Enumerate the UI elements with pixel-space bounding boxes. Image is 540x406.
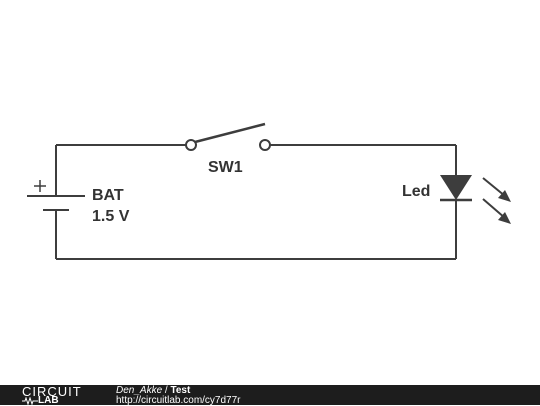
schematic-title[interactable]: Test <box>170 385 191 396</box>
author-name[interactable]: Den_Akke <box>116 385 163 396</box>
led-emission-arrow-1 <box>482 177 506 197</box>
resistor-diode-glyph-icon <box>22 397 38 405</box>
switch-lever <box>194 122 266 144</box>
led-emission-arrowhead-2 <box>498 212 511 224</box>
battery-value-label: 1.5 V <box>92 208 130 225</box>
circuitlab-logo: CIRCUIT LAB <box>22 384 98 406</box>
switch-name-label: SW1 <box>208 159 243 176</box>
switch-terminal-left <box>185 139 197 151</box>
circuit-schematic: BAT 1.5 V SW1 Led <box>27 122 511 260</box>
switch-symbol <box>185 122 271 151</box>
footer-bar: CIRCUIT LAB Den_Akke / Test http://circu… <box>0 384 540 406</box>
battery-symbol <box>27 180 85 211</box>
credit-separator: / <box>162 385 171 396</box>
schematic-url-link[interactable]: http://circuitlab.com/cy7d77r <box>116 395 241 406</box>
led-symbol <box>440 175 511 224</box>
logo-text-top: CIRCUIT <box>22 384 82 399</box>
led-emission-arrowhead-1 <box>498 190 511 202</box>
switch-terminal-right <box>259 139 271 151</box>
led-emission-arrow-2 <box>482 198 506 219</box>
led-diode-triangle <box>440 175 472 200</box>
schematic-credit: Den_Akke / Test <box>116 386 190 396</box>
battery-name-label: BAT <box>92 187 124 204</box>
led-name-label: Led <box>402 183 430 200</box>
logo-text-bottom: LAB <box>38 395 59 406</box>
